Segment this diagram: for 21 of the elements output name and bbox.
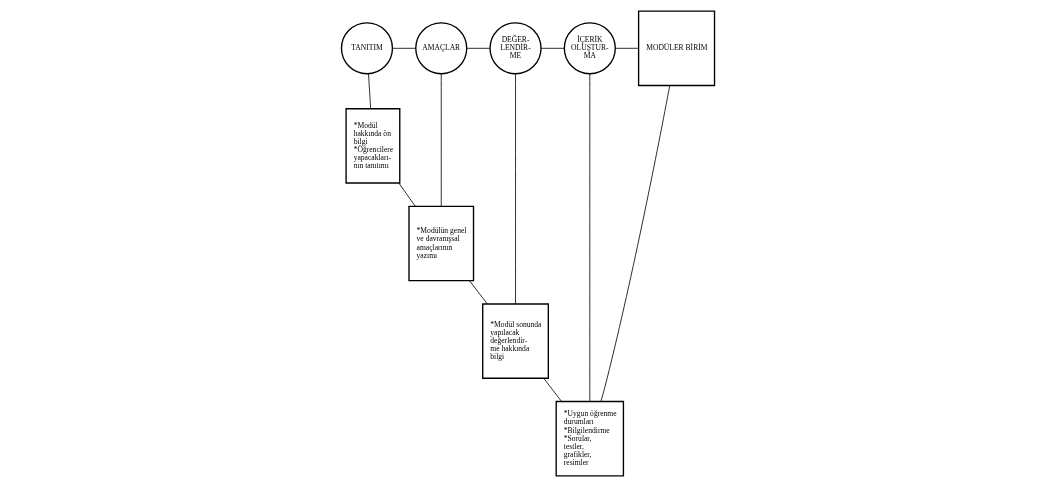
- node-box: *Modülün genel ve davranışsal amaçlarının yazımı: [407, 205, 474, 281]
- node-box: *Modül hakkında ön bilgi *Öğrencilere yapacakları- nın tanıtımı: [344, 107, 400, 184]
- connector: [588, 72, 590, 402]
- connector: [542, 377, 562, 402]
- node-box: MODÜLER BİRİM: [637, 10, 715, 86]
- node-box: *Uygun öğrenme durumları *Bilgilendirme *Sorular, testler, grafikler, resimler: [555, 400, 624, 476]
- connector: [465, 47, 490, 49]
- node-circle: AMAÇLAR: [414, 21, 467, 74]
- connector: [514, 73, 516, 304]
- node-circle: İÇERİK OLUŞTUR- MA: [563, 21, 616, 74]
- connector: [600, 84, 670, 402]
- node-circle: TANITIM: [340, 21, 393, 74]
- node-box: *Modül sonunda yapılacak değerlendir- me hakkında bilgi: [481, 302, 549, 379]
- connector: [367, 73, 371, 109]
- connector: [391, 47, 416, 49]
- node-circle: DEĞER- LENDİR- ME: [488, 21, 542, 74]
- connector: [440, 72, 442, 207]
- connector: [540, 47, 565, 49]
- connector: [614, 47, 639, 49]
- connector: [468, 279, 488, 304]
- connector: [397, 182, 416, 207]
